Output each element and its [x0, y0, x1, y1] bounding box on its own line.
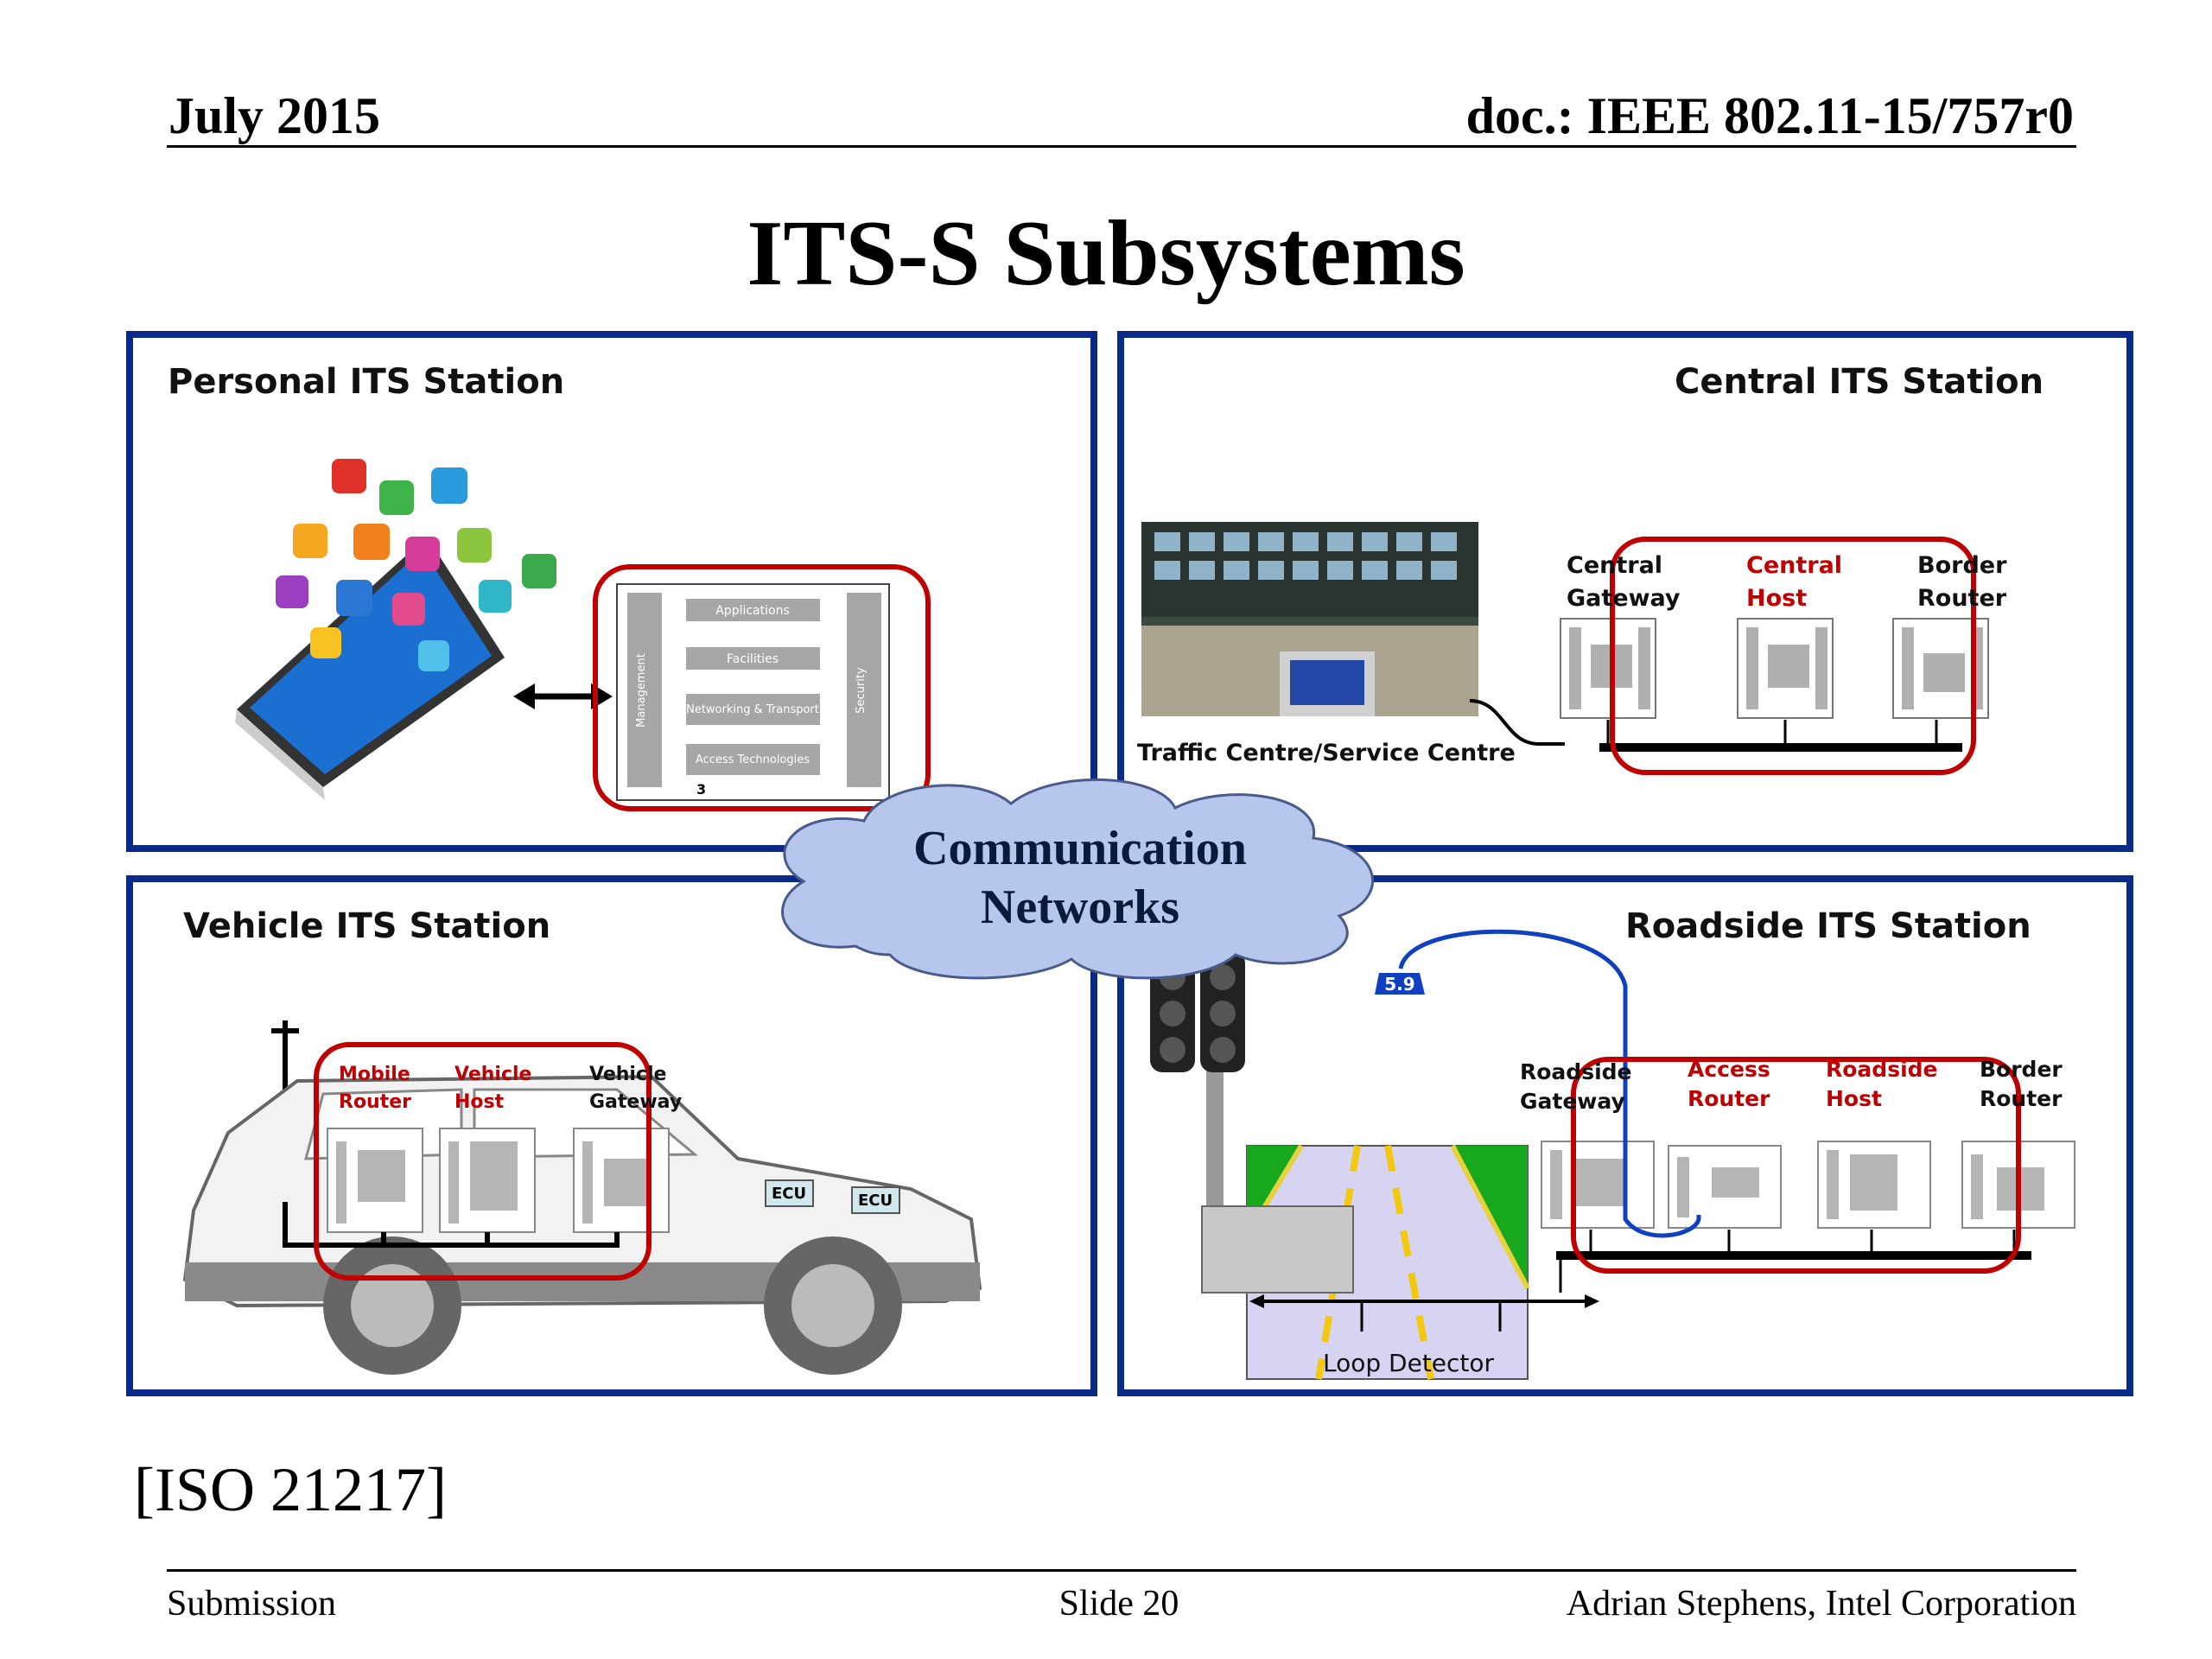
- footer-author: Adrian Stephens, Intel Corporation: [1566, 1584, 2076, 1624]
- stack-layer-facilities: Facilities: [727, 652, 779, 666]
- ecu-box: [765, 1179, 814, 1207]
- personal-illustration: Applications Facilities Networking & Tra…: [235, 459, 931, 811]
- ecu-box: [851, 1186, 900, 1214]
- central-its-panel: Central ITS Station Traffic Centre/Servi…: [1117, 331, 2133, 852]
- stack-number: 3: [696, 781, 706, 798]
- roadside-highlight-box: [1571, 1057, 2021, 1274]
- ecu-label: ECU: [858, 1192, 893, 1210]
- central-panel-label: Central ITS Station: [1675, 362, 2044, 402]
- traffic-centre-photo: [1141, 522, 1478, 716]
- personal-panel-label: Personal ITS Station: [168, 362, 565, 402]
- cloud-label-line2: Networks: [981, 880, 1179, 934]
- communication-cloud: Communication Networks: [781, 779, 1374, 980]
- vehicle-illustration: ECU ECU: [182, 1020, 982, 1375]
- roadside-illustration: 5.9: [1150, 929, 2075, 1380]
- header-rule: [167, 145, 2076, 148]
- stack-layer-networking: Networking & Transport: [686, 703, 819, 716]
- stack-layer-applications: Applications: [715, 604, 790, 618]
- central-network-diagram: [1469, 537, 1989, 775]
- header-date: July 2015: [168, 87, 381, 144]
- antenna-5-9-icon: [1375, 973, 1425, 995]
- roadside-panel-label: Roadside ITS Station: [1625, 906, 2031, 946]
- vehicle-panel-label: Vehicle ITS Station: [183, 906, 551, 946]
- personal-its-panel: Personal ITS Station: [126, 331, 1097, 852]
- traffic-light-icon: [1150, 934, 1245, 1228]
- stack-security-label: Security: [855, 667, 868, 714]
- ecu-label: ECU: [772, 1185, 806, 1203]
- slide-title: ITS-S Subsystems: [747, 202, 1465, 305]
- reference-citation: [ISO 21217]: [134, 1455, 447, 1524]
- personal-highlight-box: [593, 564, 931, 811]
- loop-detector-label: Loop Detector: [1323, 1349, 1495, 1377]
- stack-layer-access: Access Technologies: [696, 753, 810, 766]
- wireless-link-line: [1398, 929, 1701, 1238]
- app-icons: [276, 459, 556, 671]
- roadside-cabinet: [1201, 1205, 1354, 1294]
- stack-management-label: Management: [635, 653, 648, 728]
- header-doc-id: doc.: IEEE 802.11-15/757r0: [1465, 87, 2074, 144]
- protocol-stack-diagram: Applications Facilities Networking & Tra…: [616, 583, 890, 801]
- cloud-label-line1: Communication: [913, 822, 1247, 875]
- footer-rule: [167, 1569, 2076, 1572]
- traffic-centre-caption: Traffic Centre/Service Centre: [1137, 740, 1516, 766]
- smartphone-icon: [235, 537, 505, 800]
- vehicle-highlight-box: [314, 1042, 652, 1281]
- antenna-label: 5.9: [1384, 974, 1414, 995]
- central-highlight-box: [1610, 537, 1976, 775]
- footer-submission: Submission: [167, 1584, 337, 1624]
- footer-slide-number: Slide 20: [1058, 1584, 1179, 1624]
